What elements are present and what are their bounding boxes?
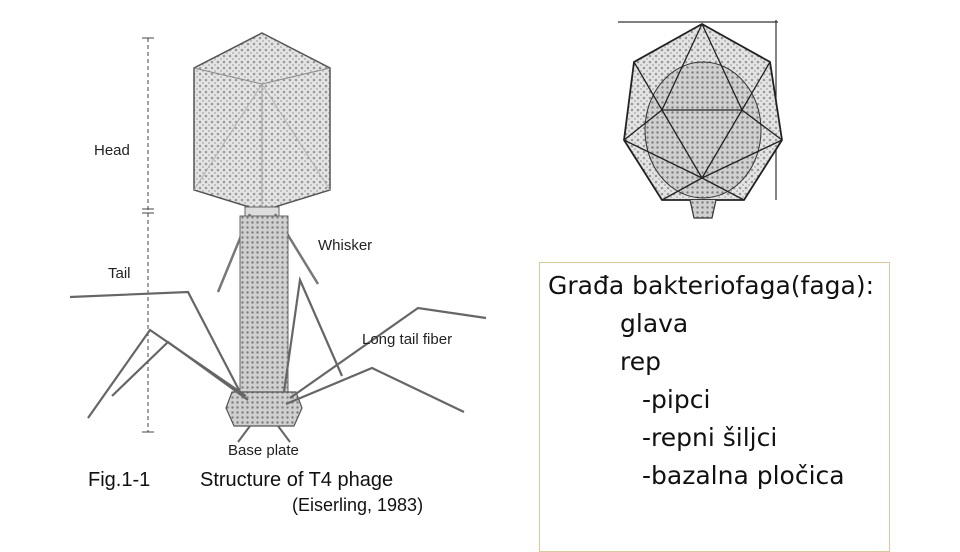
structure-text-box: Građa bakteriofaga(faga): glava rep -pip… [539, 262, 890, 552]
text-subitem-fibers: -pipci [642, 385, 711, 414]
text-subitem-spikes: -repni šiljci [642, 423, 778, 452]
phage-head [193, 32, 331, 212]
text-item-tail: rep [620, 347, 661, 376]
measure-line [142, 37, 154, 433]
label-head: Head [94, 142, 130, 159]
tail-spikes [237, 425, 291, 443]
phage-tail-sheath [239, 215, 289, 393]
label-whisker: Whisker [318, 237, 372, 254]
label-long-tail-fiber: Long tail fiber [362, 331, 452, 348]
caption-title: Structure of T4 phage [200, 469, 393, 491]
slide: Head Tail Whisker Long tail fiber Base p… [69, 20, 890, 552]
phage-base-plate [225, 391, 303, 427]
long-tail-fibers [69, 276, 487, 419]
label-tail: Tail [108, 265, 131, 282]
text-heading: Građa bakteriofaga(faga): [548, 271, 875, 300]
caption-figure-number: Fig.1-1 [88, 469, 150, 491]
text-item-head: glava [620, 309, 689, 338]
icosahedral-capsid-drawing [618, 20, 783, 219]
caption-source: (Eiserling, 1983) [292, 495, 423, 515]
text-subitem-base-plate: -bazalna pločica [642, 461, 845, 490]
t4-phage-figure: Head Tail Whisker Long tail fiber Base p… [69, 32, 487, 515]
label-base-plate: Base plate [228, 442, 299, 459]
